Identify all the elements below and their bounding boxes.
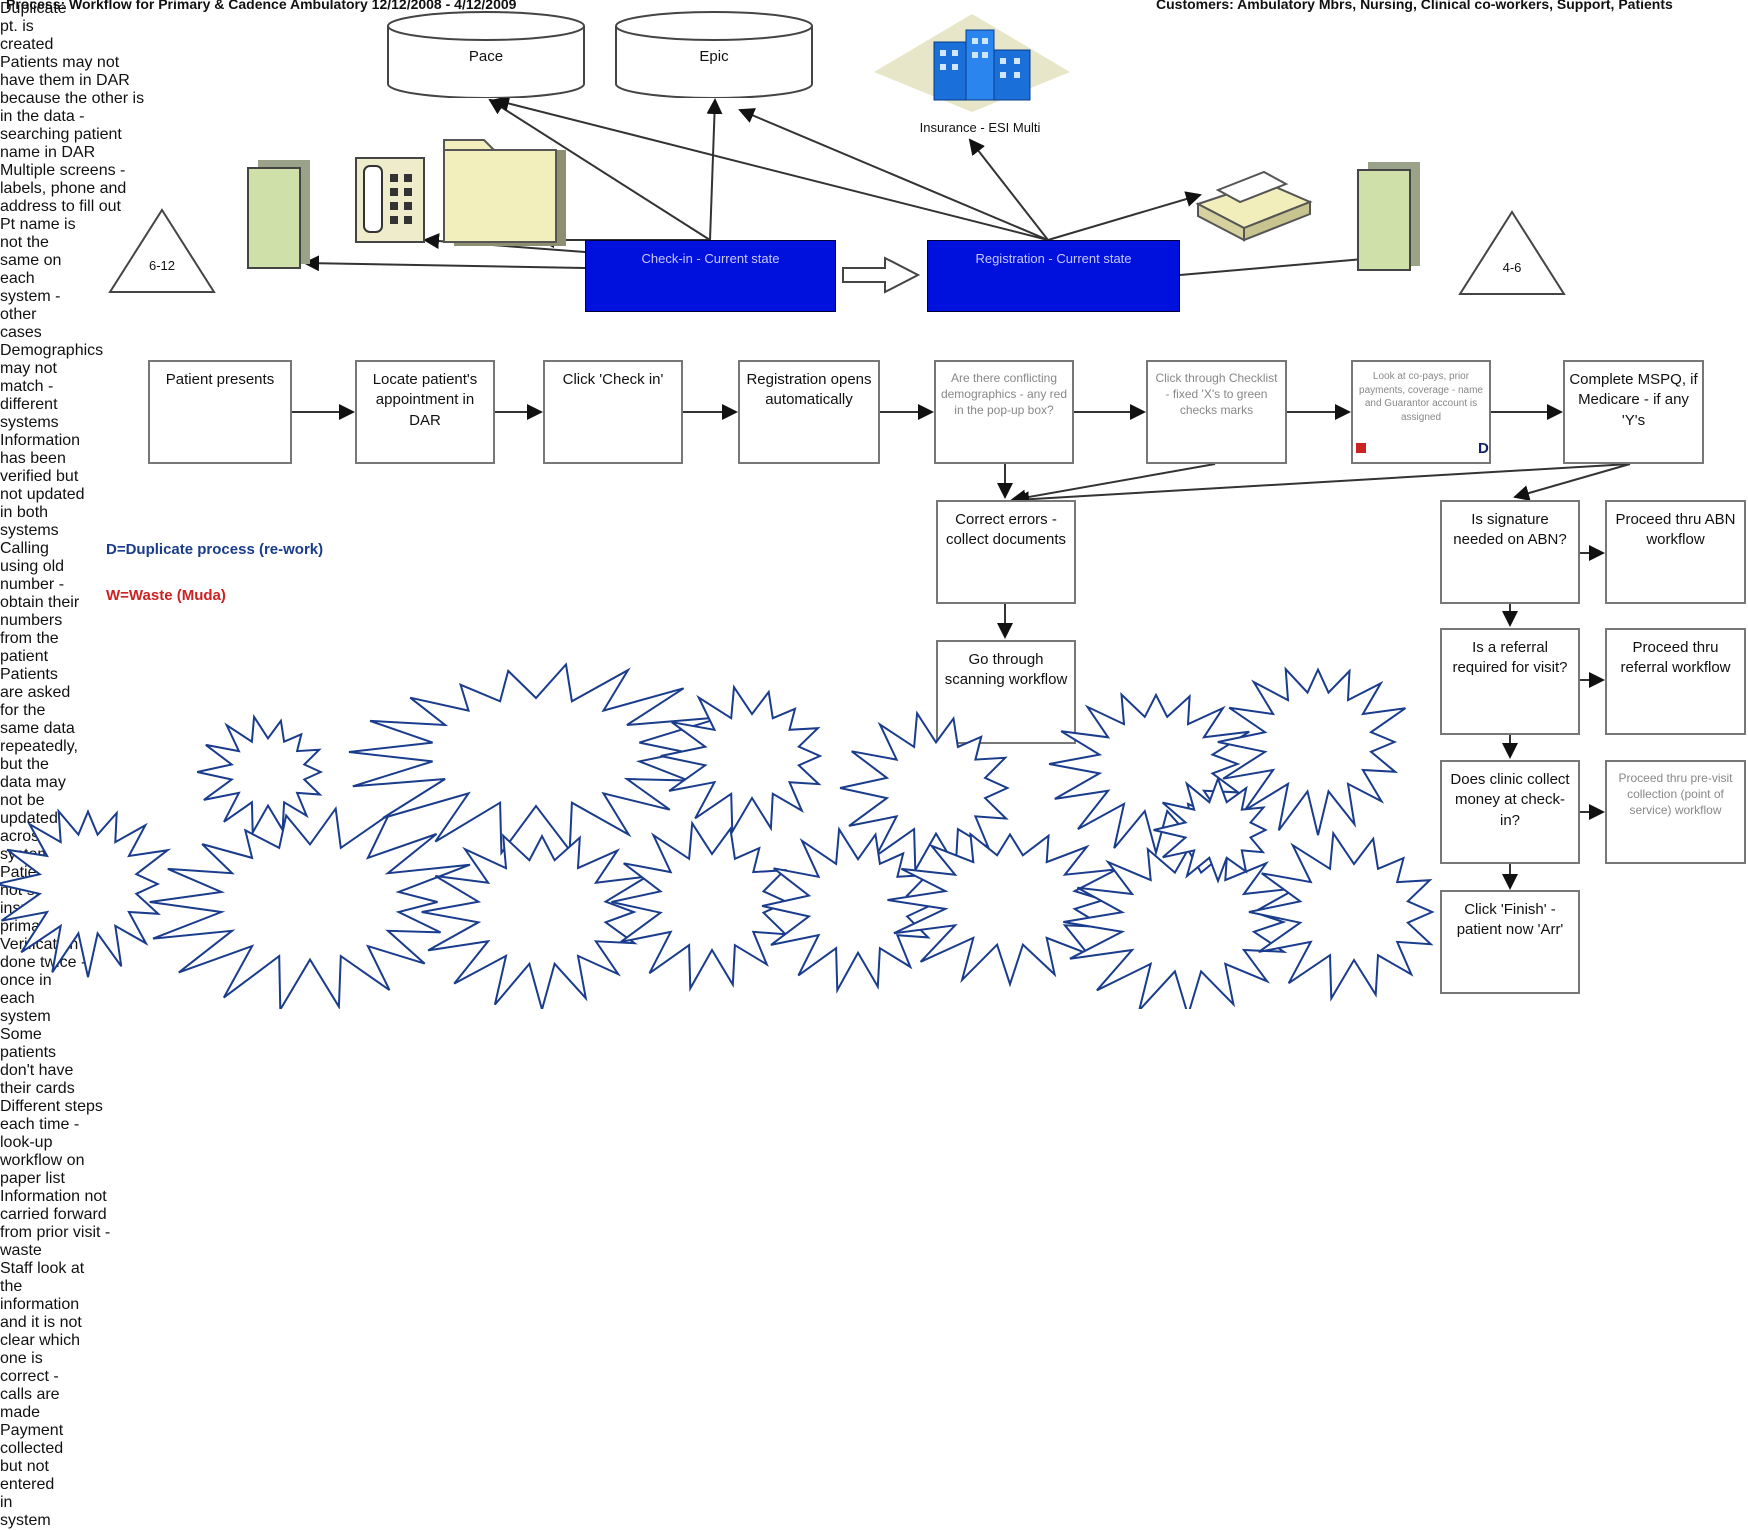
collect-money-question-step: Does clinic collect money at check-in? <box>1440 760 1580 864</box>
kaizen-burst-icon <box>149 805 471 1009</box>
pace-database-icon <box>387 11 585 98</box>
inventory-left-label: 6-12 <box>148 258 176 273</box>
flow-step: Patient presents <box>148 360 292 464</box>
inventory-right: 4-6 <box>1456 208 1568 298</box>
kaizen-burst-text: Demographics may not match - different s… <box>0 342 104 431</box>
inventory-triangle-left-icon <box>108 208 216 293</box>
telephone-icon <box>355 157 425 243</box>
kaizen-burst-icon <box>839 710 1010 874</box>
insurance-building-icon <box>874 14 1070 112</box>
pace-database: Pace <box>386 8 586 98</box>
registration-current-state-label: Registration - Current state <box>975 251 1132 266</box>
epic-database: Epic <box>614 8 814 98</box>
kaizen-burst-text: Multiple screens - labels, phone and add… <box>0 162 127 215</box>
checkin-current-state-label: Check-in - Current state <box>641 251 780 266</box>
kaizen-burst-text: Payment collected but not entered in sys… <box>0 1422 64 1529</box>
folder-icon <box>443 139 566 246</box>
kaizen-burst-icon <box>660 684 823 836</box>
flow-step: Registration opens automatically <box>738 360 880 464</box>
kaizen-burst-text: Patients may not have them in DAR becaus… <box>0 54 145 161</box>
kaizen-burst-icon <box>1248 830 1435 1002</box>
kaizen-burst-icon <box>348 662 723 856</box>
flow-step: Are there conflicting demographics - any… <box>934 360 1074 464</box>
kaizen-burst-icon <box>1217 666 1406 836</box>
kaizen-burst-text: Information not carried forward from pri… <box>0 1188 111 1259</box>
legend-waste: W=Waste (Muda) <box>106 587 226 604</box>
abn-workflow-step: Proceed thru ABN workflow <box>1605 500 1746 604</box>
kaizen-burst-text: Different steps each time - look-up work… <box>0 1098 103 1187</box>
flow-step: Look at co-pays, prior payments, coverag… <box>1351 360 1491 464</box>
pace-label: Pace <box>468 48 504 65</box>
kaizen-burst-icon <box>611 820 790 993</box>
epic-label: Epic <box>699 48 729 65</box>
pre-visit-collection-step: Proceed thru pre-visit collection (point… <box>1605 760 1746 864</box>
kaizen-burst-icon <box>887 831 1118 988</box>
kaizen-burst-text: Duplicate pt. is created <box>0 0 67 53</box>
computer-left-icon <box>247 160 310 269</box>
connector-lines <box>292 95 1631 890</box>
kaizen-burst-text: Staff look at the information and it is … <box>0 1260 85 1421</box>
scanning-workflow-step: Go through scanning workflow <box>936 640 1076 744</box>
referral-question-step: Is a referral required for visit? <box>1440 628 1580 735</box>
flow-step: Complete MSPQ, if Medicare - if any 'Y's <box>1563 360 1704 464</box>
checkin-current-state-box: Check-in - Current state <box>585 240 836 312</box>
kaizen-burst-text: Calling using old number - obtain their … <box>0 540 80 665</box>
kaizen-burst-icon <box>761 826 932 994</box>
burst-shapes <box>0 662 1435 1009</box>
waste-marker-icon <box>1356 443 1366 453</box>
computer-right-icon <box>1357 162 1420 271</box>
referral-workflow-step: Proceed thru referral workflow <box>1605 628 1746 735</box>
inventory-left: 6-12 <box>106 206 218 296</box>
kaizen-burst-icon <box>0 808 172 978</box>
correct-errors-step: Correct errors - collect documents <box>936 500 1076 604</box>
kaizen-burst-icon <box>421 833 648 1009</box>
kaizen-burst-icon <box>196 713 324 837</box>
inventory-right-label: 4-6 <box>1502 260 1522 275</box>
kaizen-burst-text: Information has been verified but not up… <box>0 432 85 539</box>
epic-database-icon <box>615 11 813 98</box>
kaizen-burst-icon <box>1153 775 1268 884</box>
finish-step: Click 'Finish' - patient now 'Arr' <box>1440 890 1580 994</box>
kaizen-burst-text: Patients are asked for the same data rep… <box>0 666 78 863</box>
kaizen-burst-icon <box>1063 846 1298 1009</box>
customers-header: Customers: Ambulatory Mbrs, Nursing, Cli… <box>1156 0 1673 12</box>
flow-step: Locate patient's appointment in DAR <box>355 360 495 464</box>
duplicate-marker: D <box>1478 440 1489 457</box>
flow-step: Click through Checklist - fixed 'X's to … <box>1146 360 1287 464</box>
flow-step: Click 'Check in' <box>543 360 683 464</box>
scanner-icon <box>1195 170 1313 242</box>
process-header: Process: Workflow for Primary & Cadence … <box>6 0 517 12</box>
kaizen-burst-text: Some patients don't have their cards <box>0 1026 75 1097</box>
registration-current-state-box: Registration - Current state <box>927 240 1180 312</box>
inventory-triangle-right-icon <box>1458 210 1566 295</box>
legend-duplicate: D=Duplicate process (re-work) <box>106 541 324 558</box>
insurance-label: Insurance - ESI Multi <box>919 120 1041 135</box>
abn-question-step: Is signature needed on ABN? <box>1440 500 1580 604</box>
kaizen-burst-text: Pt name is not the same on each system -… <box>0 216 76 341</box>
